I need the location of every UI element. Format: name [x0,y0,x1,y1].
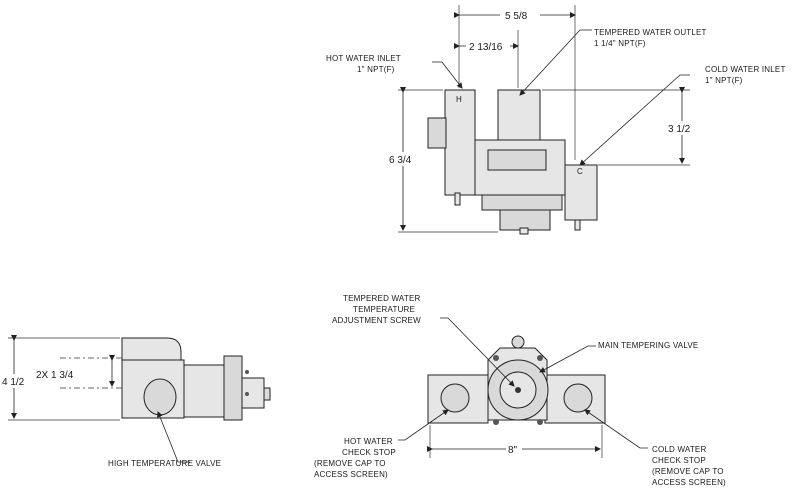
cold-inlet-body [564,164,598,221]
side-outlet-elbow [121,337,182,361]
adjust-screw-line1: TEMPERED WATER [343,294,420,303]
tempered-outlet-title: TEMPERED WATER OUTLET [594,28,707,37]
dim-bg [500,8,540,22]
hot-check-stop-cap [440,383,470,413]
adjust-screw-line2: TEMPERATURE [353,305,415,314]
hot-side-cap [427,117,447,149]
dim-outlet-height: 3 1/2 [668,124,691,135]
hot-stop-line4: ACCESS SCREEN) [314,470,388,479]
dim-top-height: 6 3/4 [389,155,412,166]
cold-check-stop-cap [563,383,593,413]
cold-inlet-title: COLD WATER INLET [705,65,786,74]
cold-inlet-size: 1" NPT(F) [705,76,743,85]
high-temp-valve-label: HIGH TEMPERATURE VALVE [108,459,221,468]
high-temp-valve-port [143,378,177,416]
tempered-outlet-size: 1 1/4" NPT(F) [594,39,646,48]
cold-stop-line3: (REMOVE CAP TO [652,467,724,476]
cold-stop-line1: COLD WATER [652,445,706,454]
dim-front-width: 8" [508,445,518,456]
base-block [499,209,551,231]
dim-overall-width: 5 5/8 [505,11,528,22]
hot-inlet-size: 1" NPT(F) [357,65,395,74]
side-nut [263,387,271,401]
hot-inlet-body [444,89,476,196]
base-stem [519,227,529,235]
adjustment-screw [515,387,521,393]
adjust-screw-line3: ADJUSTMENT SCREW [332,316,421,325]
side-mid-body [183,364,225,418]
cold-bolt [574,219,581,231]
dim-ports: 2X 1 3/4 [36,370,74,381]
front-view: 8" TEMPERED WATER TEMPERATURE ADJUSTMENT… [314,294,726,487]
hot-mark: H [456,95,462,104]
side-view: 4 1/2 2X 1 3/4 HIGH TEMPERATURE VALVE [1,335,271,468]
hot-stop-line1: HOT WATER [344,437,393,446]
side-flange [223,355,243,421]
base-flange [481,194,563,211]
cold-stop-line2: CHECK STOP [652,456,706,465]
dim-half-width: 2 13/16 [469,42,503,53]
top-boss [511,335,525,349]
hot-stop-line3: (REMOVE CAP TO [314,459,386,468]
top-view: H C 5 5/8 2 13/16 6 3/4 3 1/2 HOT WATER … [326,5,786,235]
cold-mark: C [577,167,583,176]
hot-inlet-title: HOT WATER INLET [326,54,401,63]
hot-stop-line2: CHECK STOP [342,448,396,457]
cold-stop-line4: ACCESS SCREEN) [652,478,726,487]
dim-side-height: 4 1/2 [2,377,25,388]
hot-bolt [454,192,461,206]
main-valve-label: MAIN TEMPERING VALVE [598,341,698,350]
valve-housing [487,149,547,171]
